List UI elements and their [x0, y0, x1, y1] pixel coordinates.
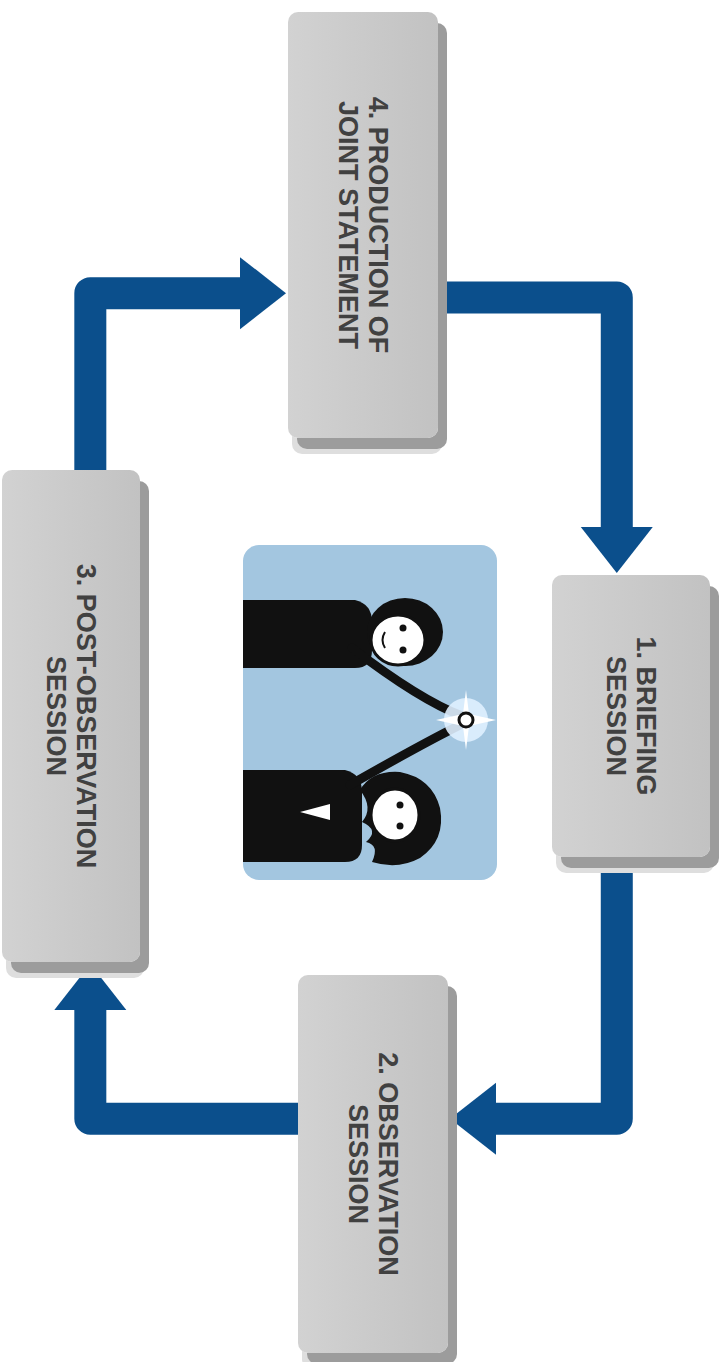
- figure-face: [371, 789, 419, 841]
- figure-hair: [367, 598, 443, 666]
- figure-body: [243, 600, 372, 668]
- figure-eye: [400, 647, 407, 654]
- step-label: 2. OBSERVATION SESSION: [343, 1019, 403, 1309]
- step-label: 4. PRODUCTION OF JOINT STATEMENT: [333, 60, 393, 390]
- process-box: 3. POST-OBSERVATION SESSION: [2, 470, 140, 962]
- rotated-text-holder: 2. OBSERVATION SESSION: [298, 975, 448, 1353]
- process-box: 4. PRODUCTION OF JOINT STATEMENT: [288, 12, 438, 438]
- handshake-sparkle: [436, 690, 496, 750]
- illustration-panel: [243, 545, 497, 880]
- flow-arrow: [90, 1010, 298, 1119]
- figure-body: [243, 770, 362, 862]
- rotated-text-holder: 3. POST-OBSERVATION SESSION: [2, 470, 140, 962]
- figure-eye: [397, 823, 404, 830]
- process-box: 1. BRIEFING SESSION: [552, 575, 710, 857]
- flow-arrow: [496, 857, 617, 1119]
- rotated-text-holder: 4. PRODUCTION OF JOINT STATEMENT: [288, 12, 438, 438]
- figure-face: [371, 615, 425, 665]
- figure-eye: [397, 802, 404, 809]
- figure-smile: [383, 632, 386, 648]
- handshake-illustration: [243, 545, 497, 880]
- step-label: 3. POST-OBSERVATION SESSION: [41, 526, 101, 906]
- rotated-text-holder: 1. BRIEFING SESSION: [552, 575, 710, 857]
- figure-hair: [360, 772, 441, 865]
- step-label: 1. BRIEFING SESSION: [601, 601, 661, 831]
- process-box: 2. OBSERVATION SESSION: [298, 975, 448, 1353]
- figure-eye: [400, 625, 407, 632]
- flow-arrow: [90, 293, 240, 470]
- figure-collar: [300, 804, 330, 820]
- flow-arrow: [438, 297, 617, 527]
